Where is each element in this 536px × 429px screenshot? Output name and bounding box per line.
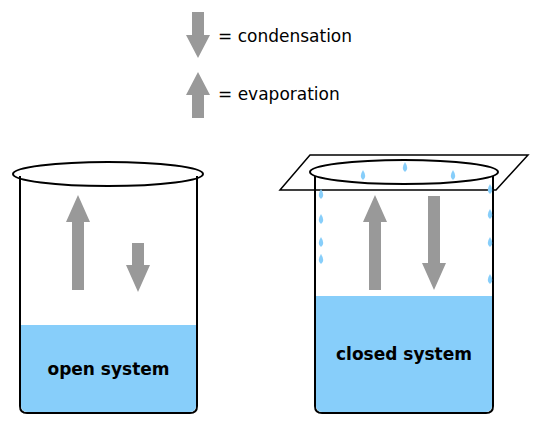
closed-beaker: [280, 155, 528, 413]
condensation-arrow: [186, 12, 210, 58]
legend-text: = condensation: [218, 28, 352, 45]
water-droplet: [319, 254, 324, 264]
legend-arrows: [186, 12, 210, 118]
condensation-arrow: [126, 243, 150, 292]
open-beaker: [13, 162, 203, 413]
water-droplet: [488, 274, 493, 284]
water-droplets: [319, 162, 493, 284]
water-droplet: [403, 162, 408, 172]
evaporation-arrow: [363, 195, 387, 290]
water-region: closed system: [316, 296, 492, 412]
condensation-arrow: [422, 196, 446, 290]
beaker-body: [315, 176, 493, 413]
cover-plate: [280, 155, 528, 190]
water-droplet: [361, 170, 366, 180]
beaker-rim: [13, 162, 203, 186]
water-droplet: [319, 237, 324, 247]
evaporation-arrow: [186, 72, 210, 118]
water-droplet: [319, 214, 324, 224]
water-droplet: [488, 184, 493, 194]
system-label: closed system: [336, 344, 472, 364]
water-droplet: [451, 170, 456, 180]
system-label: open system: [47, 359, 169, 379]
beaker-body: [20, 176, 197, 413]
beaker-rim: [310, 160, 498, 184]
water-droplet: [488, 237, 493, 247]
water-droplet: [488, 209, 493, 219]
water-droplet: [319, 189, 324, 199]
legend-text: = evaporation: [218, 86, 340, 103]
water-region: open system: [21, 325, 196, 412]
evaporation-arrow: [66, 195, 90, 290]
